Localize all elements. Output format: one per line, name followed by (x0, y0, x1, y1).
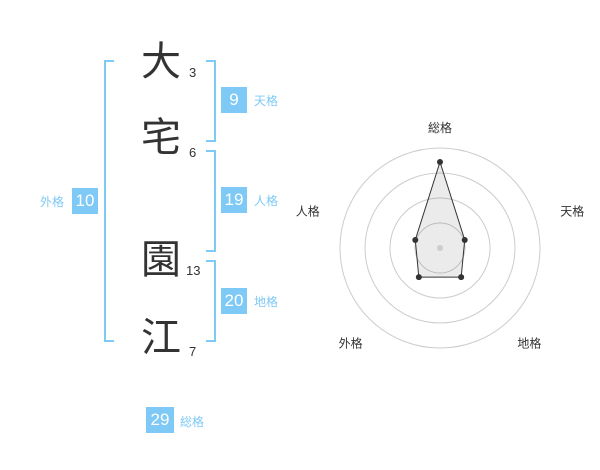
gaikaku-label: 外格 (40, 195, 65, 209)
radar-point-1 (437, 159, 443, 165)
radar-point-4 (415, 274, 422, 281)
radar-axis-label-1: 総格 (428, 120, 452, 135)
jinkaku-bracket (206, 150, 216, 252)
gaikaku-badge: 10 (72, 188, 98, 214)
jinkaku-badge: 19 (221, 187, 247, 213)
name-char-1: 大 (141, 39, 181, 85)
radar-ring (364, 172, 516, 324)
radar-center-dot (437, 245, 443, 251)
tenkaku-badge: 9 (221, 87, 247, 113)
tenkaku-bracket (206, 60, 216, 142)
name-char-4: 江 (141, 315, 181, 361)
radar-axis-label-3: 地格 (517, 335, 541, 350)
radar-point-5 (412, 236, 419, 243)
stroke-count-3: 13 (186, 263, 201, 278)
chikaku-badge: 20 (221, 288, 247, 314)
stroke-count-4: 7 (189, 344, 197, 359)
radar-point-3 (458, 274, 465, 281)
gaikaku-bracket (104, 60, 114, 342)
radar-polygon (414, 160, 466, 278)
radar-axis-label-4: 外格 (339, 335, 363, 350)
radar-ring (389, 197, 491, 299)
radar-point-2 (461, 236, 468, 243)
soukaku-label: 総格 (180, 415, 205, 429)
radar-ring (339, 147, 541, 349)
name-char-2: 宅 (141, 115, 181, 161)
radar-axis-label-2: 天格 (560, 204, 584, 219)
stroke-count-1: 3 (189, 65, 197, 80)
name-char-3: 園 (141, 237, 181, 283)
chikaku-label: 地格 (254, 295, 279, 309)
jinkaku-label: 人格 (254, 194, 279, 208)
stroke-count-2: 6 (189, 145, 197, 160)
tenkaku-label: 天格 (254, 94, 279, 108)
radar-ring (414, 222, 466, 274)
chikaku-bracket (206, 260, 216, 342)
soukaku-badge: 29 (146, 407, 174, 433)
radar-axis-label-5: 人格 (296, 204, 320, 219)
